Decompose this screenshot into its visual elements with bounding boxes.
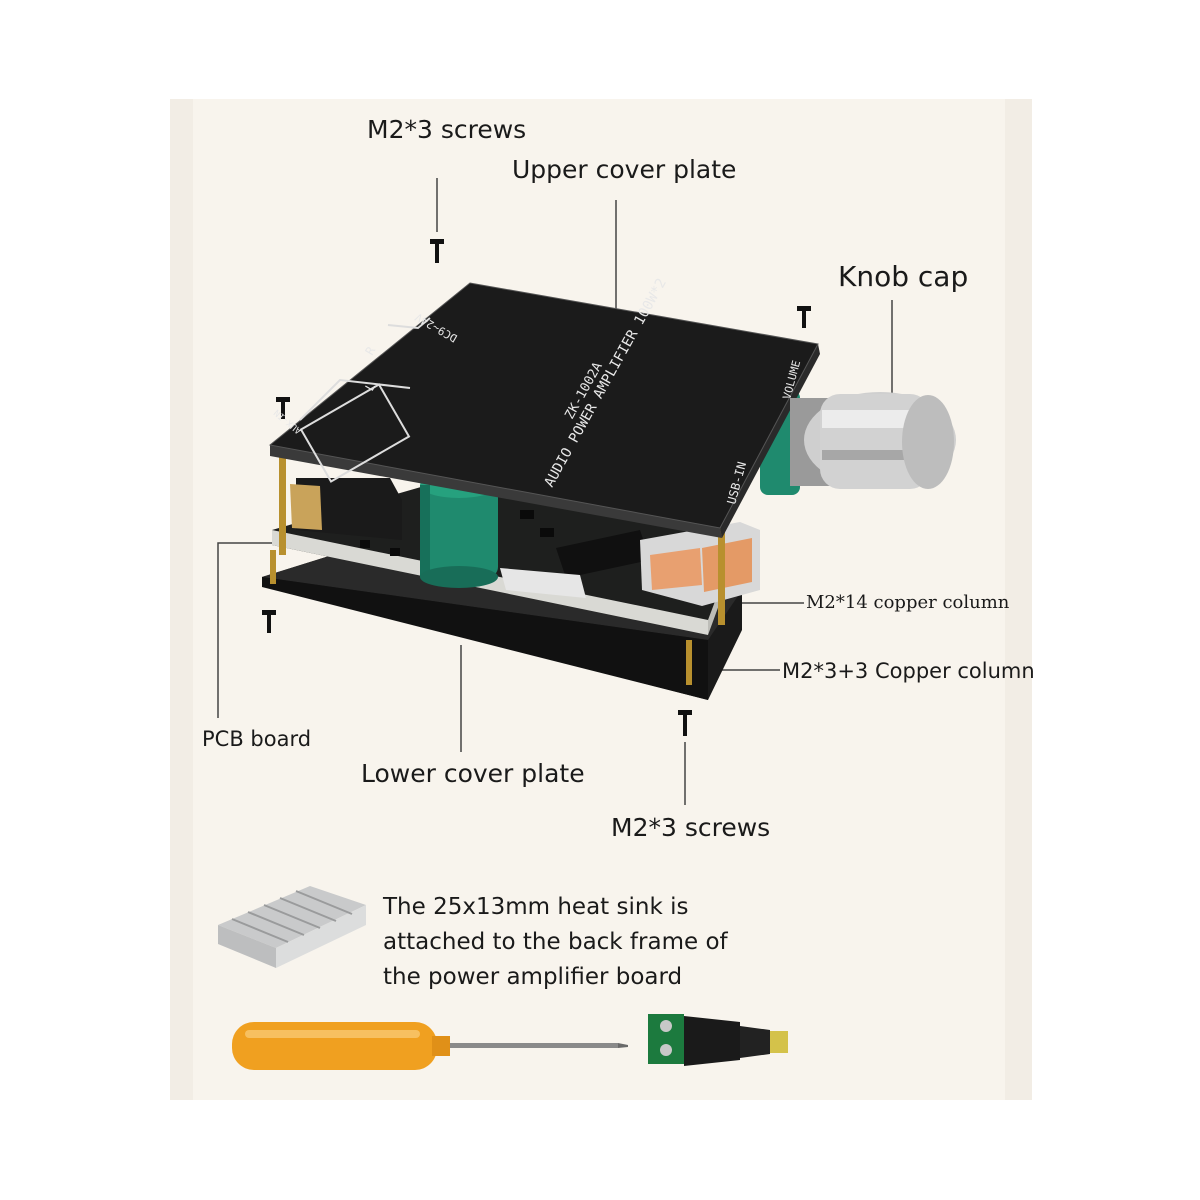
heat-sink-note-line-3: the power amplifier board [383, 964, 683, 990]
heat-sink-note-line-1: The 25x13mm heat sink is [383, 894, 689, 920]
heat-sink-note: The 25x13mm heat sink is attached to the… [383, 890, 743, 995]
upper-cover-plate [268, 282, 820, 538]
label-pcb-board: PCB board [202, 727, 312, 751]
board-right-print: R [362, 344, 378, 358]
screw-left [276, 397, 290, 419]
heat-sink-note-line-2: attached to the back frame of [383, 929, 728, 955]
amplifier-chip [556, 530, 650, 578]
label-copper-column-3-3: M2*3+3 Copper column [782, 659, 1035, 683]
label-lower-cover-plate: Lower cover plate [361, 759, 585, 788]
screws [262, 239, 811, 736]
label-copper-column-14: M2*14 copper column [806, 592, 1010, 613]
dc-connector [648, 1014, 788, 1066]
heat-sink [218, 886, 366, 968]
leader-line-pcb [217, 542, 285, 718]
label-bottom-screws: M2*3 screws [611, 813, 771, 842]
aux-jack [290, 478, 402, 540]
usb-connector [640, 522, 760, 606]
screw-top-right [797, 306, 811, 328]
copper-columns [270, 455, 725, 685]
label-upper-cover-plate: Upper cover plate [512, 155, 737, 184]
label-knob-cap: Knob cap [838, 260, 969, 293]
screw-top-left [430, 239, 444, 263]
screwdriver [232, 1022, 628, 1070]
knob-cap [790, 392, 956, 489]
screw-bottom-right [678, 710, 692, 736]
label-top-screws: M2*3 screws [367, 115, 527, 144]
bluetooth-antenna-icon [500, 568, 586, 598]
screw-bottom-left [262, 610, 276, 633]
